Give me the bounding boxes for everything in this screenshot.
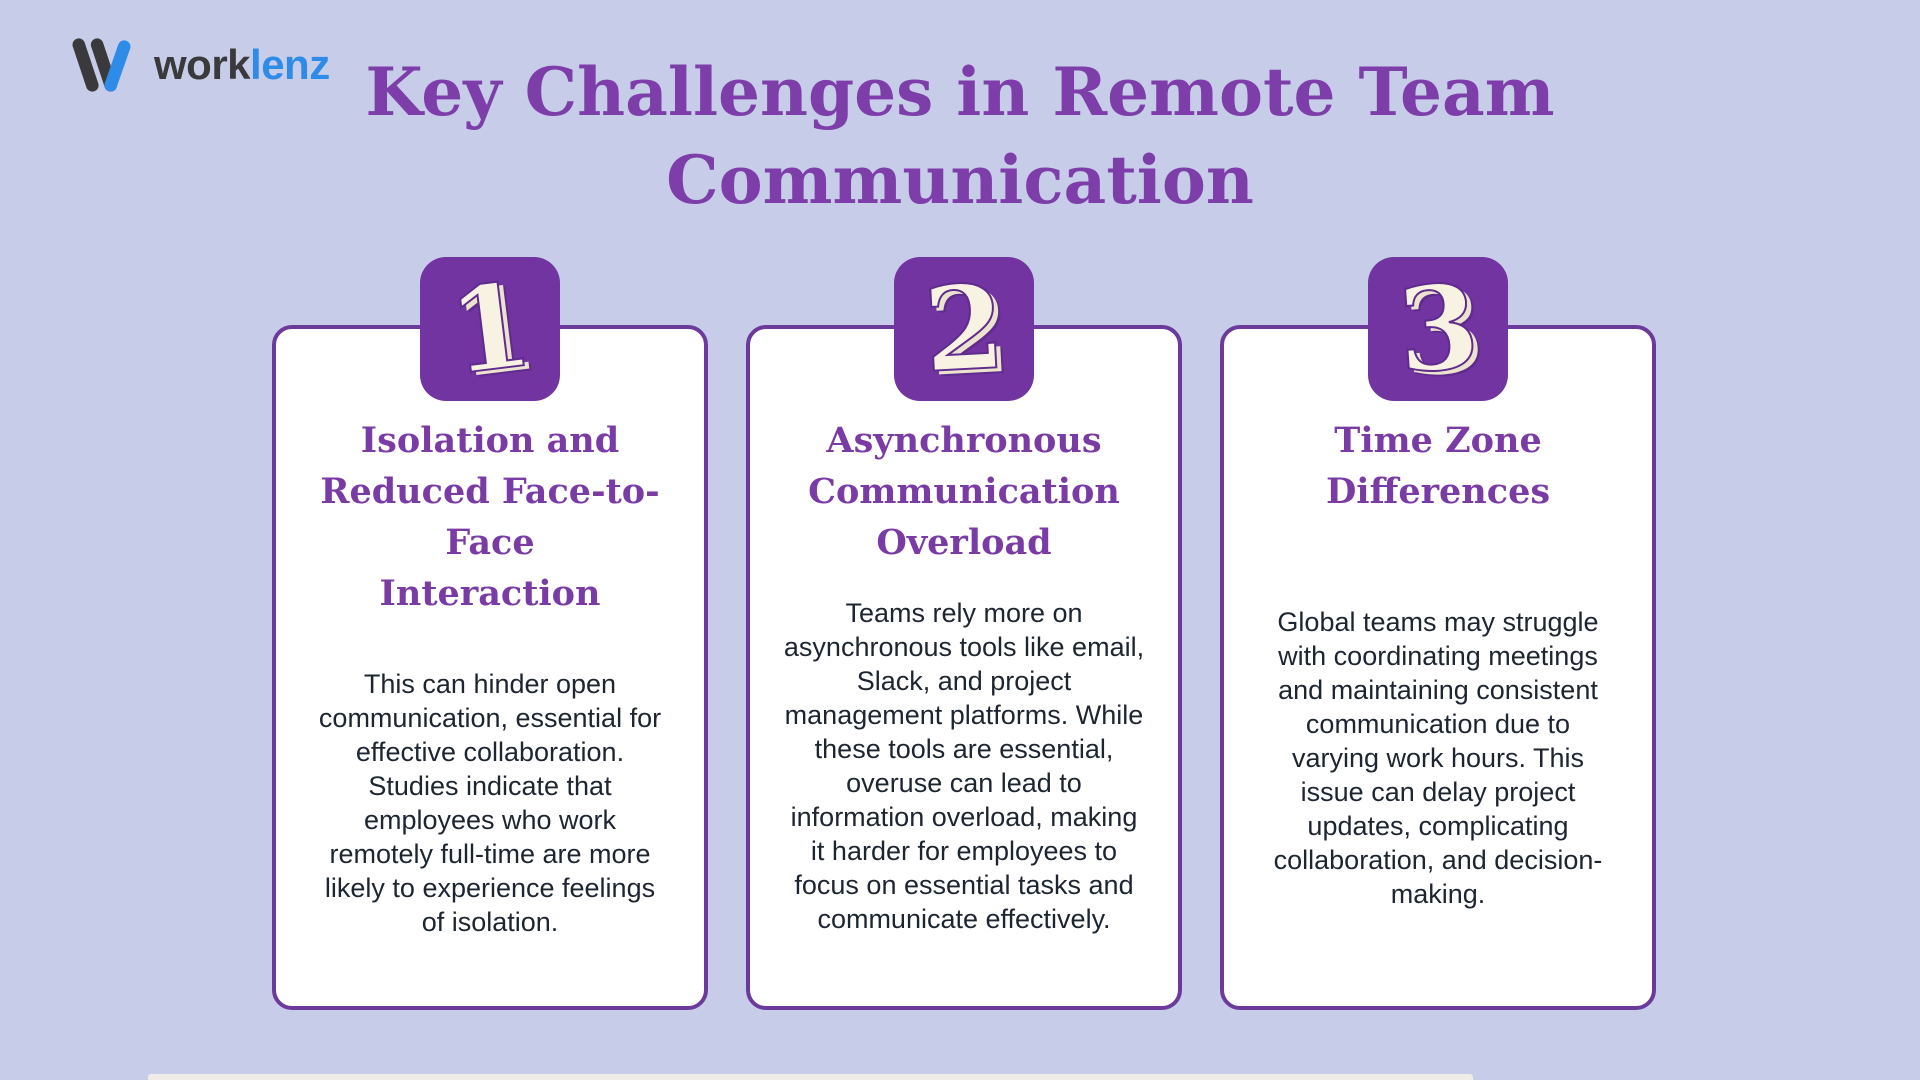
card-title: Time Zone Differences (1325, 420, 1551, 512)
challenge-card-2: 2 Asynchronous Communication Overload Te… (746, 257, 1182, 1010)
card-body: Global teams may struggle with coordinat… (1273, 607, 1603, 909)
number-badge-2: 2 (894, 257, 1034, 401)
logo-text-lenz: lenz (250, 41, 330, 88)
bottom-edge-strip (148, 1074, 1473, 1080)
worklenz-mark-icon (72, 38, 131, 92)
challenge-card-1: 1 Isolation and Reduced Face-to-Face Int… (272, 256, 708, 1010)
challenge-cards: 1 Isolation and Reduced Face-to-Face Int… (272, 256, 1656, 1010)
badge-number-text: 1 (441, 256, 540, 403)
worklenz-logo: worklenz (70, 36, 330, 94)
card-body: Teams rely more on asynchronous tools li… (783, 598, 1145, 934)
page-title: Key Challenges in Remote Team Communicat… (365, 53, 1555, 219)
challenge-card-3: 3 Time Zone Differences Global teams may… (1220, 257, 1656, 1010)
logo-text: worklenz (154, 41, 330, 89)
logo-text-work: work (154, 41, 251, 88)
number-badge-3: 3 (1368, 257, 1508, 401)
card-body: This can hinder open communication, esse… (318, 669, 662, 937)
card-title: Asynchronous Communication Overload (808, 420, 1120, 563)
badge-number-text: 2 (919, 258, 1009, 400)
card-title: Isolation and Reduced Face-to-Face Inter… (320, 420, 660, 614)
number-badge-1: 1 (420, 256, 560, 403)
badge-number-text: 3 (1392, 257, 1484, 400)
